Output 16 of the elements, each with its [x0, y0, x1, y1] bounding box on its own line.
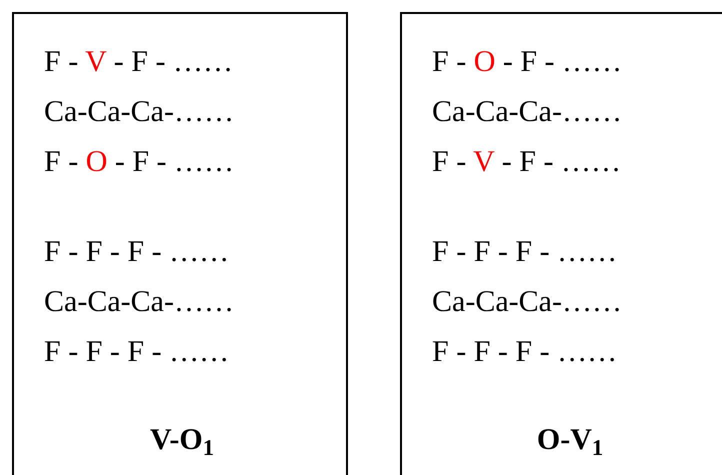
lattice-row: F - F - F - ……	[432, 334, 618, 370]
panel-title: V-O$_{1}$	[150, 422, 214, 458]
panel-title: O-V$_{1}$	[536, 422, 604, 458]
lattice-row: F - V - F - ……	[432, 144, 621, 180]
lattice-row: F - F - F - ……	[432, 234, 618, 270]
lattice-row: F - O - F - ……	[432, 44, 622, 80]
lattice-row: Ca-Ca-Ca-……	[44, 284, 234, 320]
lattice-row: F - F - F - ……	[44, 234, 230, 270]
lattice-row: Ca-Ca-Ca-……	[432, 94, 622, 130]
lattice-row: F - F - F - ……	[44, 334, 230, 370]
lattice-row: Ca-Ca-Ca-……	[432, 284, 622, 320]
lattice-row: F - O - F - ……	[44, 144, 234, 180]
panel-box	[12, 12, 348, 475]
lattice-row: F - V - F - ……	[44, 44, 233, 80]
panel-box	[400, 12, 722, 475]
lattice-row: Ca-Ca-Ca-……	[44, 94, 234, 130]
